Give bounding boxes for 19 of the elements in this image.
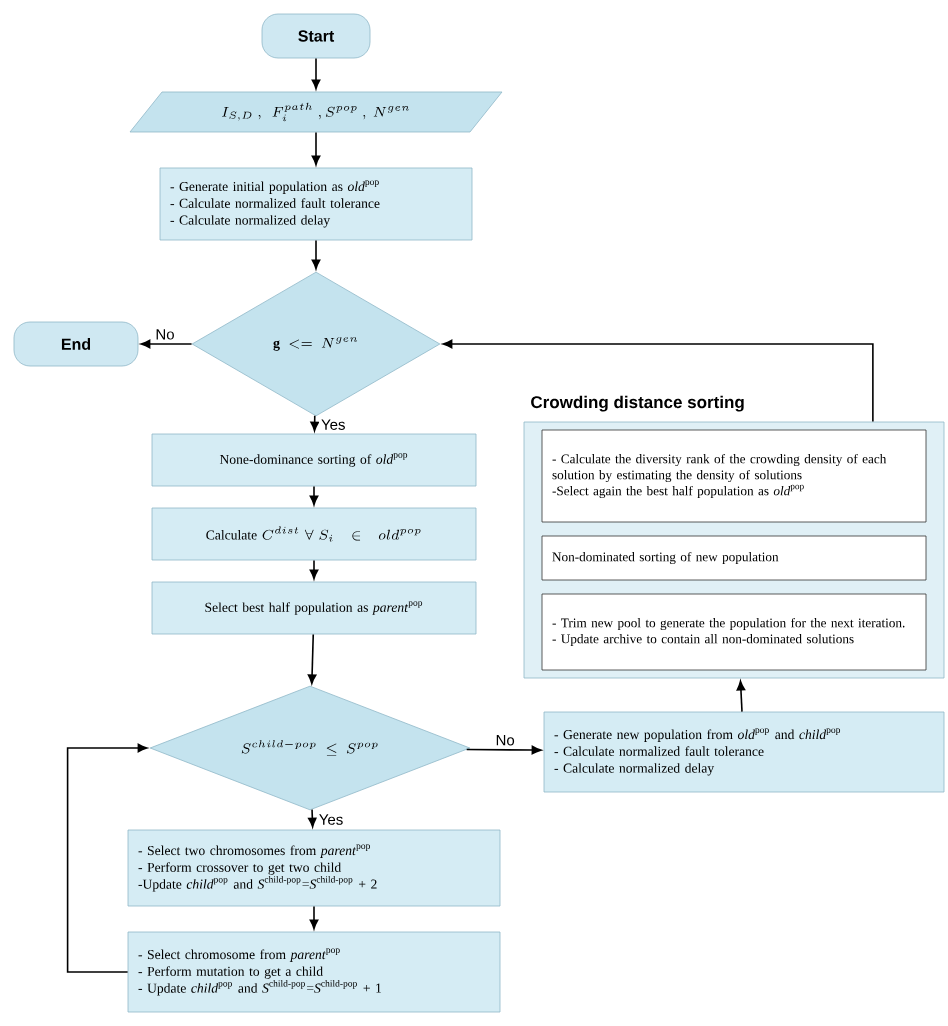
arrow (311, 57, 321, 90)
terminal-box: Start (261, 13, 371, 59)
arrow (309, 485, 319, 506)
arrow (442, 339, 874, 423)
arrow (310, 414, 319, 432)
arrow (66, 743, 148, 973)
arrow (465, 745, 542, 755)
arrow (308, 808, 317, 828)
arrow (311, 239, 321, 270)
input-parallelogram: $I_{S,D}\ ,\ \ F_i^{path}\ ,S^{pop}\ ,\ N^{gen}$ (129, 91, 503, 133)
arrow (309, 559, 319, 580)
arrow (309, 905, 319, 930)
arrow (307, 633, 317, 685)
process-box: $\text{Calculate }C^{dist}\ \forall\ S_i\ \in\ old^{pop}$ (151, 507, 477, 561)
terminal-box: End (13, 321, 139, 367)
arrow (736, 680, 746, 713)
arrow (311, 131, 321, 166)
arrow (140, 339, 193, 349)
node-label: Crowding distance sorting (531, 395, 744, 412)
